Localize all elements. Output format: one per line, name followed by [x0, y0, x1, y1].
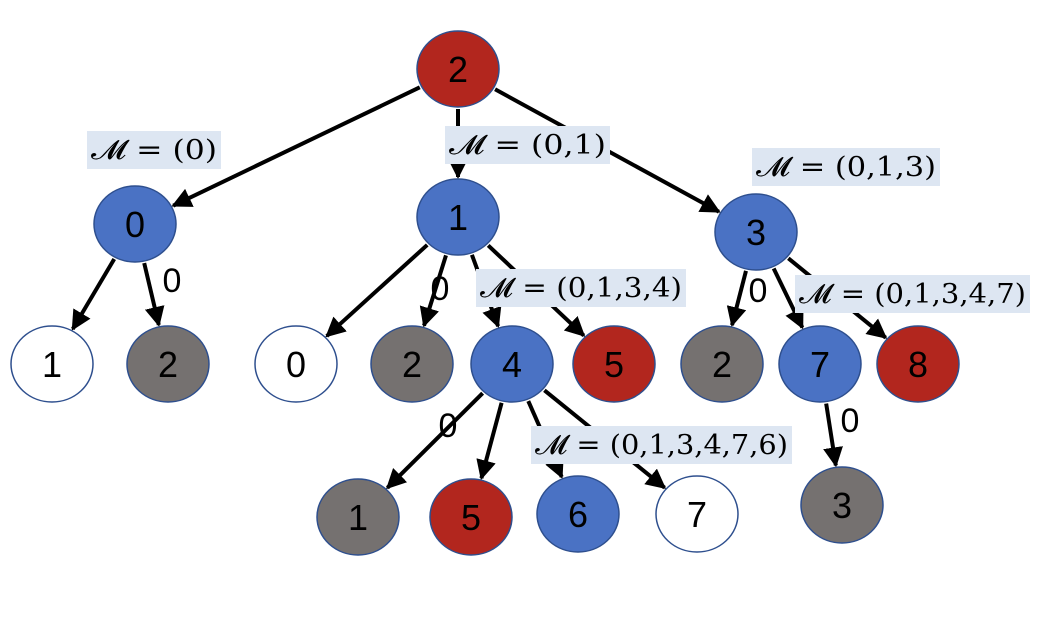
node-label: 2 — [712, 344, 732, 385]
node-n1_5: 5 — [572, 325, 656, 403]
node-circle — [429, 478, 513, 556]
label-background — [476, 269, 686, 307]
edge-weight-label: 0 — [163, 262, 182, 300]
edge-n3_7-to-n7_3 — [823, 403, 843, 468]
node-n0_2: 2 — [126, 325, 210, 403]
edge-root-to-n0 — [171, 85, 421, 208]
node-circle — [876, 325, 960, 403]
label-background — [795, 275, 1030, 313]
edge-weight-label: 0 — [841, 402, 860, 440]
node-label: 5 — [604, 344, 624, 385]
node-circle — [416, 178, 500, 256]
node-circle — [778, 325, 862, 403]
edge-n1_4-to-n4_5 — [476, 402, 504, 481]
sequence-label-m1: 𝓜 = (0,1) — [445, 126, 610, 164]
node-label: 3 — [832, 485, 852, 526]
node-n7_3: 3 — [800, 466, 884, 544]
node-n1_0: 0 — [254, 325, 338, 403]
edge-weight-label: 0 — [439, 407, 458, 445]
edge-weight-label: 0 — [431, 270, 450, 308]
sequence-label-text: 𝓜 = (0) — [91, 135, 217, 166]
sequence-label-m6: 𝓜 = (0,1,3,4,7,6) — [531, 426, 792, 464]
edge-n1-to-n1_0 — [325, 243, 429, 338]
sequence-label-m0: 𝓜 = (0) — [87, 131, 221, 169]
sequence-label-text: 𝓜 = (0,1,3,4) — [480, 273, 682, 304]
node-n3: 3 — [714, 193, 798, 271]
node-circle — [800, 466, 884, 544]
label-background — [752, 148, 940, 186]
sequence-label-text: 𝓜 = (0,1,3) — [756, 152, 936, 183]
node-root: 2 — [416, 30, 500, 108]
node-n4_7: 7 — [655, 475, 739, 553]
node-label: 3 — [746, 212, 766, 253]
sequence-label-text: 𝓜 = (0,1,3,4,7) — [799, 279, 1026, 310]
node-n3_8: 8 — [876, 325, 960, 403]
node-circle — [316, 478, 400, 556]
node-label: 7 — [687, 494, 707, 535]
node-circle — [536, 475, 620, 553]
edge-n0-to-n0_1 — [71, 258, 116, 331]
node-label: 5 — [461, 497, 481, 538]
node-n3_2: 2 — [680, 325, 764, 403]
node-n4_1: 1 — [316, 478, 400, 556]
node-n0_1: 1 — [10, 325, 94, 403]
node-label: 1 — [348, 497, 368, 538]
node-circle — [680, 325, 764, 403]
node-n1_4: 4 — [470, 325, 554, 403]
edge-n0-to-n0_2 — [142, 262, 165, 327]
node-label: 2 — [158, 344, 178, 385]
edge-n3-to-n3_2 — [726, 270, 748, 328]
node-n4_6: 6 — [536, 475, 620, 553]
sequence-label-text: 𝓜 = (0,1) — [449, 130, 606, 161]
node-label: 6 — [568, 494, 588, 535]
edge-n1-to-n1_2 — [419, 254, 448, 328]
sequence-label-text: 𝓜 = (0,1,3,4,7,6) — [535, 430, 788, 461]
node-circle — [126, 325, 210, 403]
edge-n3-to-n3_7 — [771, 267, 805, 330]
sequence-label-m4: 𝓜 = (0,1,3,4) — [476, 269, 686, 307]
edge-weight-label: 0 — [749, 272, 768, 310]
node-circle — [655, 475, 739, 553]
sequence-label-m3: 𝓜 = (0,1,3) — [752, 148, 940, 186]
label-background — [531, 426, 792, 464]
node-circle — [93, 185, 177, 263]
node-label: 1 — [42, 344, 62, 385]
node-label: 2 — [448, 49, 468, 90]
node-circle — [10, 325, 94, 403]
node-label: 1 — [448, 197, 468, 238]
node-n1: 1 — [416, 178, 500, 256]
label-background — [87, 131, 221, 169]
sequence-labels: 𝓜 = (0) 𝓜 = (0,1) 𝓜 = (0,1,3) 𝓜 = (0,1,3,4)… — [87, 126, 1030, 464]
label-background — [445, 126, 610, 164]
node-label: 0 — [125, 204, 145, 245]
node-n0: 0 — [93, 185, 177, 263]
node-circle — [572, 325, 656, 403]
node-circle — [416, 30, 500, 108]
node-label: 8 — [908, 344, 928, 385]
edge-n1_4-to-n4_1 — [385, 391, 485, 490]
node-label: 2 — [402, 344, 422, 385]
sequence-label-m7: 𝓜 = (0,1,3,4,7) — [795, 275, 1030, 313]
node-circle — [714, 193, 798, 271]
node-n4_5: 5 — [429, 478, 513, 556]
node-circle — [254, 325, 338, 403]
node-circle — [470, 325, 554, 403]
node-n3_7: 7 — [778, 325, 862, 403]
node-label: 0 — [286, 344, 306, 385]
node-label: 4 — [502, 344, 522, 385]
node-label: 7 — [810, 344, 830, 385]
node-n1_2: 2 — [370, 325, 454, 403]
node-circle — [370, 325, 454, 403]
